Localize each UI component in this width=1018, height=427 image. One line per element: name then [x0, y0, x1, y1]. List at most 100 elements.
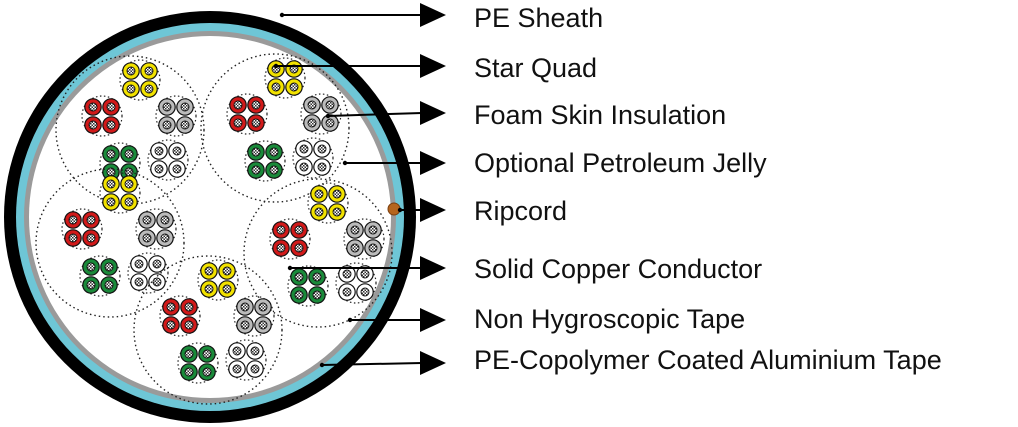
quad-boundary — [159, 295, 201, 337]
copper-conductor — [106, 197, 116, 207]
copper-conductor — [250, 346, 260, 356]
copper-conductor — [332, 189, 342, 199]
copper-conductor — [154, 164, 164, 174]
copper-conductor — [152, 259, 162, 269]
copper-conductor — [124, 179, 134, 189]
quad-boundary — [287, 265, 329, 307]
copper-conductor — [124, 149, 134, 159]
star-quad — [233, 295, 275, 337]
copper-conductor — [289, 82, 299, 92]
copper-conductor — [204, 284, 214, 294]
star-quad — [79, 255, 121, 297]
copper-conductor — [276, 243, 286, 253]
copper-conductor — [144, 66, 154, 76]
quad-boundary — [225, 339, 267, 381]
copper-conductor — [104, 262, 114, 272]
label-foam-skin-insulation: Foam Skin Insulation — [474, 100, 726, 130]
copper-conductor — [325, 118, 335, 128]
copper-conductor — [222, 284, 232, 294]
copper-conductor — [106, 179, 116, 189]
copper-conductor — [332, 207, 342, 217]
copper-conductor — [88, 120, 98, 130]
copper-conductor — [232, 346, 242, 356]
quad-boundary — [147, 139, 189, 181]
copper-conductor — [180, 102, 190, 112]
label-non-hygroscopic-tape: Non Hygroscopic Tape — [474, 304, 745, 334]
quad-boundary — [269, 218, 311, 260]
copper-conductor — [134, 277, 144, 287]
star-quad — [287, 265, 329, 307]
label-ripcord: Ripcord — [474, 196, 567, 226]
star-quad — [81, 95, 123, 137]
label-solid-copper-conductor: Solid Copper Conductor — [474, 254, 762, 284]
copper-conductor — [258, 302, 268, 312]
copper-conductor — [154, 146, 164, 156]
copper-conductor — [160, 233, 170, 243]
quad-boundary — [300, 93, 342, 135]
star-quad — [269, 218, 311, 260]
copper-conductor — [360, 287, 370, 297]
star-quad — [159, 295, 201, 337]
copper-conductor — [106, 102, 116, 112]
copper-conductor — [166, 320, 176, 330]
copper-conductor — [251, 100, 261, 110]
copper-conductor — [368, 243, 378, 253]
callout-arrow — [279, 3, 446, 27]
callout-arrow — [347, 308, 446, 332]
star-quad — [292, 137, 334, 179]
quad-boundary — [335, 262, 377, 304]
copper-conductor — [184, 349, 194, 359]
copper-conductor — [294, 290, 304, 300]
star-quad — [343, 218, 385, 260]
label-optional-petroleum-jelly: Optional Petroleum Jelly — [474, 148, 767, 178]
quad-boundary — [197, 259, 239, 301]
copper-conductor — [68, 233, 78, 243]
copper-conductor — [314, 189, 324, 199]
star-quad — [244, 140, 286, 182]
star-quad — [99, 172, 141, 214]
star-quad — [135, 208, 177, 250]
star-quad — [226, 93, 268, 135]
copper-conductor — [312, 290, 322, 300]
copper-conductor — [251, 147, 261, 157]
callout-lines — [273, 3, 446, 375]
copper-conductor — [166, 302, 176, 312]
copper-conductor — [124, 197, 134, 207]
copper-conductor — [342, 269, 352, 279]
copper-conductor — [172, 164, 182, 174]
copper-conductor — [294, 272, 304, 282]
copper-conductor — [86, 233, 96, 243]
quad-boundary — [343, 218, 385, 260]
copper-conductor — [86, 262, 96, 272]
quad-boundary — [292, 137, 334, 179]
copper-conductor — [240, 302, 250, 312]
copper-conductor — [184, 367, 194, 377]
copper-conductor — [250, 364, 260, 374]
group-boundary — [200, 53, 350, 203]
copper-conductor — [307, 118, 317, 128]
star-quad — [197, 259, 239, 301]
copper-conductor — [172, 146, 182, 156]
star-quad-group — [35, 168, 185, 318]
star-quad — [61, 208, 103, 250]
callout-arrow — [287, 256, 446, 280]
group-boundary — [55, 55, 205, 205]
copper-conductor — [360, 269, 370, 279]
copper-conductor — [202, 367, 212, 377]
copper-conductor — [325, 100, 335, 110]
callout-arrow — [319, 351, 446, 375]
callout-arrow — [273, 54, 446, 78]
label-pe-copolymer-coated-aluminium-tape: PE-Copolymer Coated Aluminium Tape — [474, 345, 942, 375]
copper-conductor — [144, 84, 154, 94]
copper-conductor — [350, 225, 360, 235]
star-quad — [127, 252, 169, 294]
copper-conductor — [251, 118, 261, 128]
copper-conductor — [126, 84, 136, 94]
copper-conductor — [222, 266, 232, 276]
quad-boundary — [135, 208, 177, 250]
copper-conductor — [251, 165, 261, 175]
group-boundary — [133, 255, 283, 405]
quad-boundary — [244, 140, 286, 182]
quad-boundary — [119, 59, 161, 101]
quad-boundary — [81, 95, 123, 137]
